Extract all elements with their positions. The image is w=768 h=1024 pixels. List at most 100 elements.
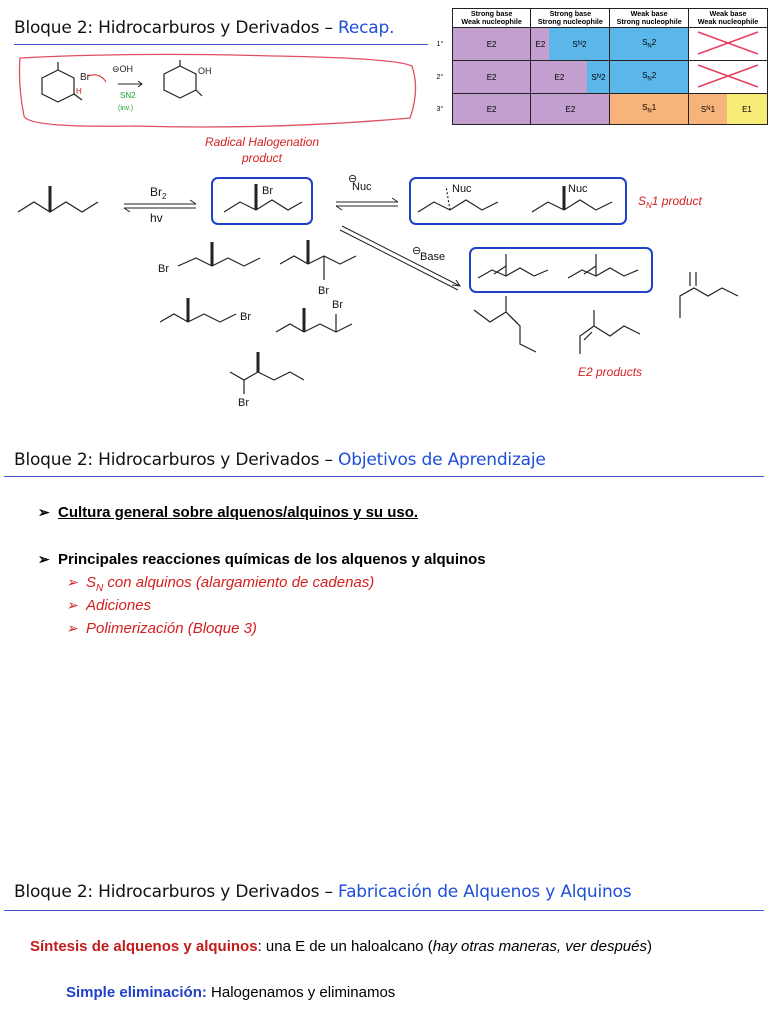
objective-2-sub-1: ➢ SN con alquinos (alargamiento de cadena… <box>66 574 374 594</box>
bromide-box <box>211 177 313 225</box>
simple-elimination-text: Halogenamos y eliminamos <box>206 984 396 1001</box>
sub-2-text: Adiciones <box>86 597 152 614</box>
arrow-bullet-icon: ➢ <box>38 504 50 520</box>
recap-title-prefix: Bloque 2: Hidrocarburos y Derivados – <box>14 18 339 38</box>
reagent-nuc-label: Nuc <box>352 181 372 193</box>
simple-elimination-heading: Simple eliminación: <box>66 984 207 1001</box>
sn1-product-b <box>531 186 613 213</box>
objetivos-title-rule <box>4 476 764 477</box>
sub-1-text: SN con alquinos (alargamiento de cadenas… <box>86 574 375 594</box>
cell-e2: E2 <box>451 93 532 125</box>
bromide-isomer-3 <box>159 298 237 323</box>
radical-label-2: product <box>241 151 283 165</box>
sn1-products-box <box>409 177 627 225</box>
isomer-5-br: Br <box>238 397 249 409</box>
objetivos-title-accent: Objetivos de Aprendizaje <box>338 450 546 470</box>
slide-recap: Bloque 2: Hidrocarburos y Derivados – Re… <box>0 0 768 420</box>
sn1-nuc-b: Nuc <box>568 183 588 195</box>
alkane-molecule <box>17 186 99 213</box>
annot-oh: OH <box>198 66 212 76</box>
cell-no-reaction <box>687 60 768 94</box>
cross-icon <box>697 64 759 88</box>
row-degree: 1° <box>436 40 444 48</box>
reaction-scheme: Br2 hv Br Radical Halogenation product ⊖… <box>17 135 739 409</box>
objective-2-text: Principales reacciones químicas de los a… <box>58 551 486 568</box>
objective-2-sub-2: ➢ Adiciones <box>66 597 151 614</box>
cell-e2: E2 <box>451 60 532 94</box>
radical-label-1: Radical Halogenation <box>205 135 319 149</box>
isomer-1-br: Br <box>158 263 169 275</box>
objective-1-text: Cultura general sobre alquenos/alquinos … <box>58 504 419 521</box>
fabricacion-title-accent: Fabricación de Alquenos y Alquinos <box>338 882 632 902</box>
e2-products-box <box>469 247 653 293</box>
recap-title-rule <box>14 44 428 45</box>
bromide-br: Br <box>262 185 273 197</box>
bromide-isomer-4 <box>275 308 353 333</box>
isomer-3-br: Br <box>240 311 251 323</box>
e2-product-d <box>579 310 641 354</box>
fabricacion-line-2: Simple eliminación: Halogenamos y elimin… <box>66 984 395 1001</box>
product-ring-icon <box>163 60 203 99</box>
arrow-bullet-icon: ➢ <box>66 620 78 636</box>
cell-e2: E2 <box>530 93 611 125</box>
objective-1: ➢ Cultura general sobre alquenos/alquinos… <box>38 504 418 521</box>
cell-sn2: SN2 <box>609 60 689 94</box>
sn1-nuc-a: Nuc <box>452 183 472 195</box>
cross-icon <box>697 31 759 55</box>
synthesis-text: : una E de un haloalcano ( <box>257 938 433 955</box>
fabricacion-title: Bloque 2: Hidrocarburos y Derivados – Fa… <box>14 882 632 902</box>
bromide-molecule <box>223 184 303 213</box>
annot-inv: (inv.) <box>118 105 133 112</box>
alkene-terminal <box>679 272 739 318</box>
slide-objetivos: Bloque 2: Hidrocarburos y Derivados – Ob… <box>0 440 768 840</box>
annot-h: H <box>76 87 82 96</box>
e2-product-a <box>477 254 549 279</box>
arrow-bullet-icon: ➢ <box>66 574 78 590</box>
fabricacion-title-rule <box>4 910 764 911</box>
bromide-isomer-1 <box>177 242 261 267</box>
recap-title-accent: Recap. <box>338 18 395 38</box>
slide-fabricacion: Bloque 2: Hidrocarburos y Derivados – Fa… <box>0 870 768 1024</box>
arrow-bullet-icon: ➢ <box>66 597 78 613</box>
sn1-product-label: SN1 product <box>638 194 702 210</box>
synthesis-italic: hay otras maneras, ver después <box>432 938 647 955</box>
cell-no-reaction <box>687 27 768 61</box>
sub-3-text: Polimerización (Bloque 3) <box>86 620 257 637</box>
row-degree: 2° <box>436 73 444 81</box>
recap-title: Bloque 2: Hidrocarburos y Derivados – Re… <box>14 18 395 38</box>
bromide-isomer-5 <box>229 352 305 394</box>
reagent-hv: hv <box>150 211 163 225</box>
bromide-isomer-2 <box>279 240 357 280</box>
objective-2-sub-3: ➢ Polimerización (Bloque 3) <box>66 620 257 637</box>
sn1-product-a <box>417 185 499 213</box>
cell-e2: E2 <box>451 27 532 61</box>
synthesis-close: ) <box>646 938 652 955</box>
arrow-bullet-icon: ➢ <box>38 551 50 567</box>
cell-sn1: SN1 <box>609 93 689 125</box>
handwritten-annotation: Br ⊖OH H SN2 (inv.) OH <box>18 53 417 128</box>
e2-products-label: E2 products <box>578 365 642 379</box>
fabricacion-line-1: Síntesis de alquenos y alquinos: una E d… <box>30 938 652 955</box>
isomer-4-br: Br <box>332 299 343 311</box>
annot-br: Br <box>80 72 91 83</box>
isomer-2-br: Br <box>318 285 329 297</box>
objective-2: ➢ Principales reacciones químicas de los … <box>38 551 486 568</box>
row-degree: 3° <box>436 105 444 113</box>
reagent-nuc: ⊖ <box>348 173 357 185</box>
cell-sn2: SN2 <box>609 27 689 61</box>
reagent-base: Base <box>420 251 445 263</box>
reagent-base-sign: ⊖ <box>412 245 421 257</box>
reactant-ring-icon <box>41 62 83 103</box>
synthesis-heading: Síntesis de alquenos y alquinos <box>30 938 258 955</box>
annot-oh-minus: ⊖OH <box>112 64 133 74</box>
e2-product-c <box>473 296 537 353</box>
annot-sn2: SN2 <box>120 91 136 100</box>
objetivos-title: Bloque 2: Hidrocarburos y Derivados – Ob… <box>14 450 546 470</box>
